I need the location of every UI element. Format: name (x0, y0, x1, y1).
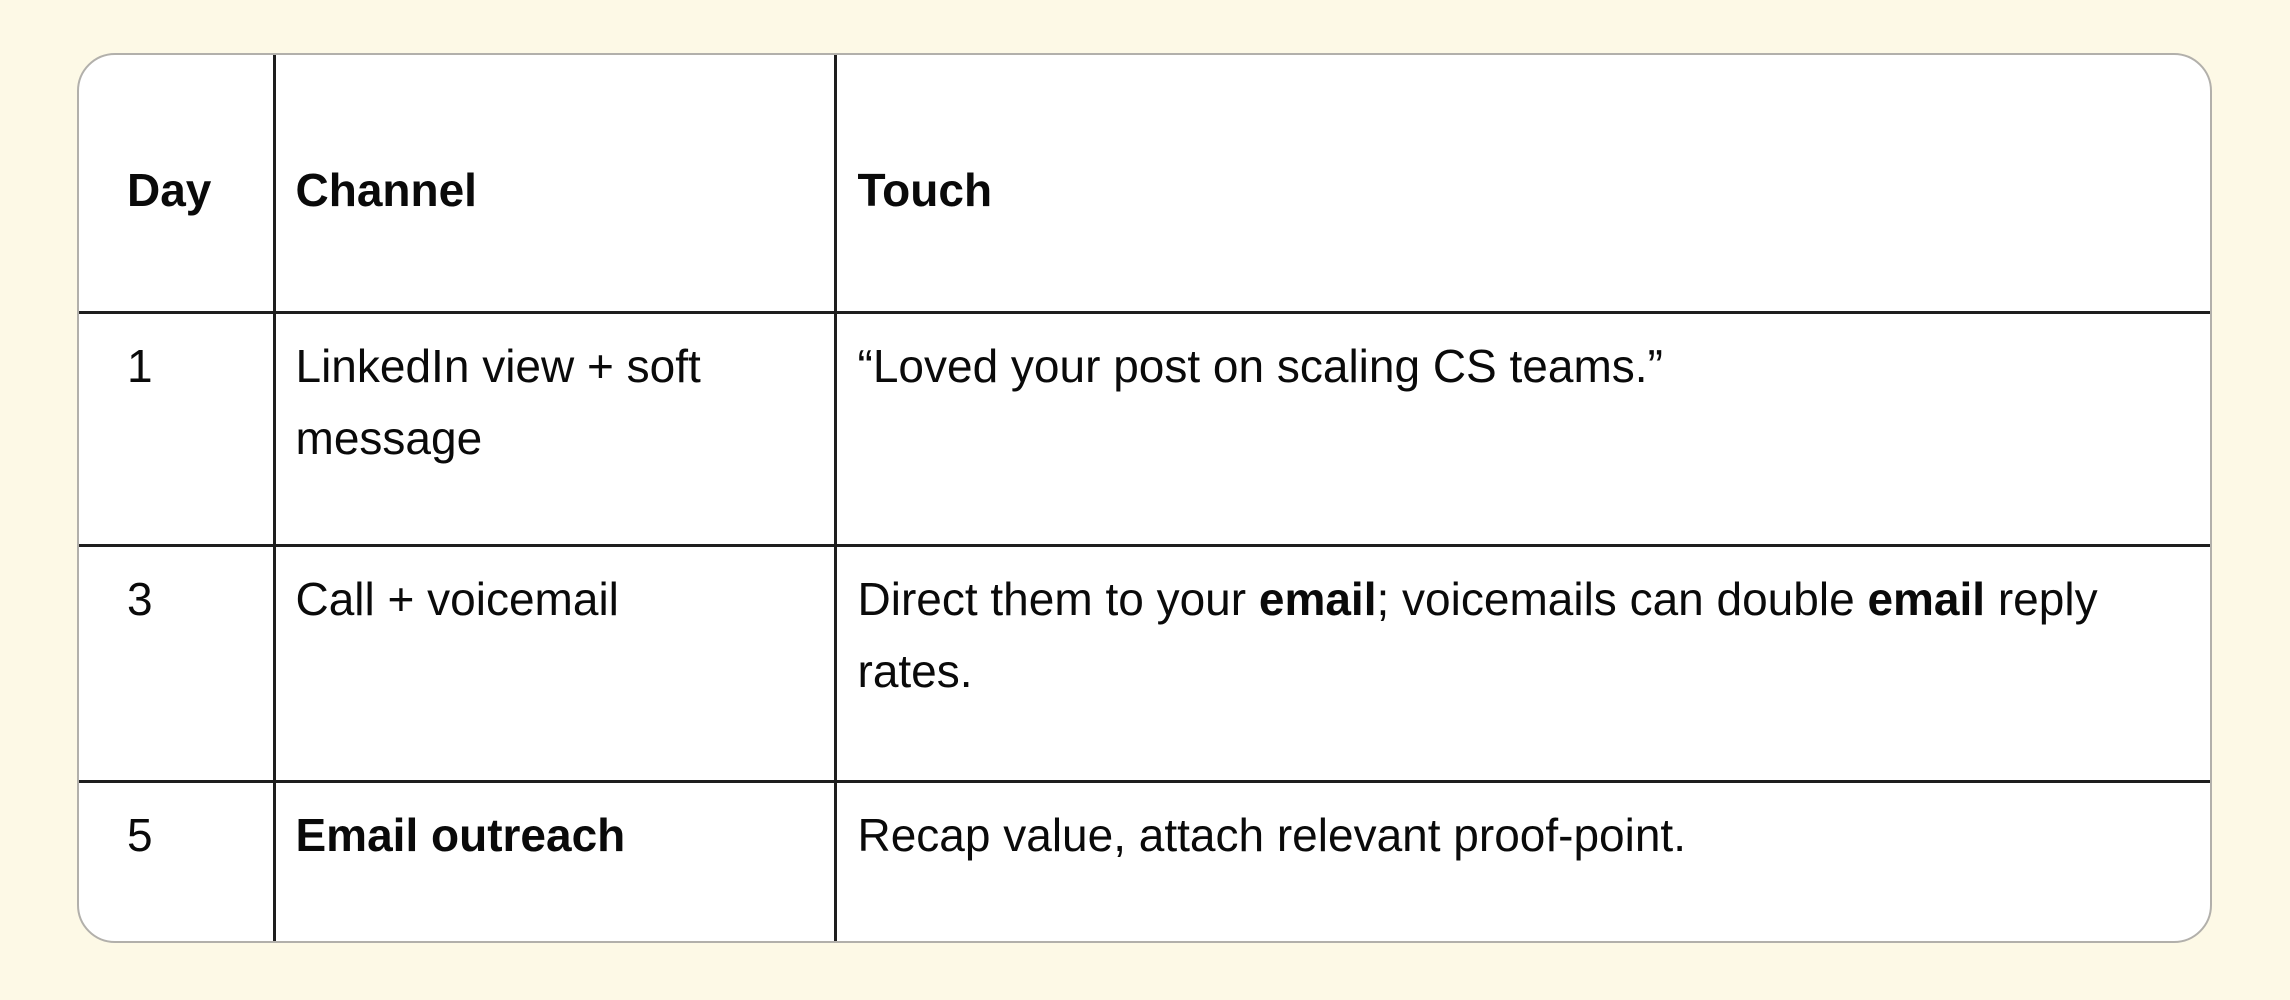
table-row: 5 Email outreach Recap value, attach rel… (79, 779, 2210, 941)
table-header: Day Channel Touch (79, 55, 2210, 314)
column-header-channel: Channel (272, 55, 837, 314)
cell-day: 3 (79, 543, 276, 783)
column-header-day: Day (79, 55, 276, 314)
cell-channel: Call + voicemail (272, 543, 837, 783)
cell-day: 1 (79, 310, 276, 547)
table-row: 3 Call + voicemail Direct them to your e… (79, 543, 2210, 783)
cell-day: 5 (79, 779, 276, 941)
table-body: 1 LinkedIn view + soft message “Loved yo… (79, 310, 2210, 941)
cell-channel: LinkedIn view + soft message (272, 310, 837, 547)
header-row: Day Channel Touch (79, 55, 2210, 314)
table-row: 1 LinkedIn view + soft message “Loved yo… (79, 310, 2210, 547)
cell-touch: Direct them to your email; voicemails ca… (833, 543, 2210, 783)
column-header-touch: Touch (833, 55, 2210, 314)
cell-touch: “Loved your post on scaling CS teams.” (833, 310, 2210, 547)
outreach-cadence-table: Day Channel Touch 1 LinkedIn view + soft… (79, 55, 2210, 941)
cell-touch: Recap value, attach relevant proof-point… (833, 779, 2210, 941)
table-card: Day Channel Touch 1 LinkedIn view + soft… (77, 53, 2212, 943)
cell-channel: Email outreach (272, 779, 837, 941)
